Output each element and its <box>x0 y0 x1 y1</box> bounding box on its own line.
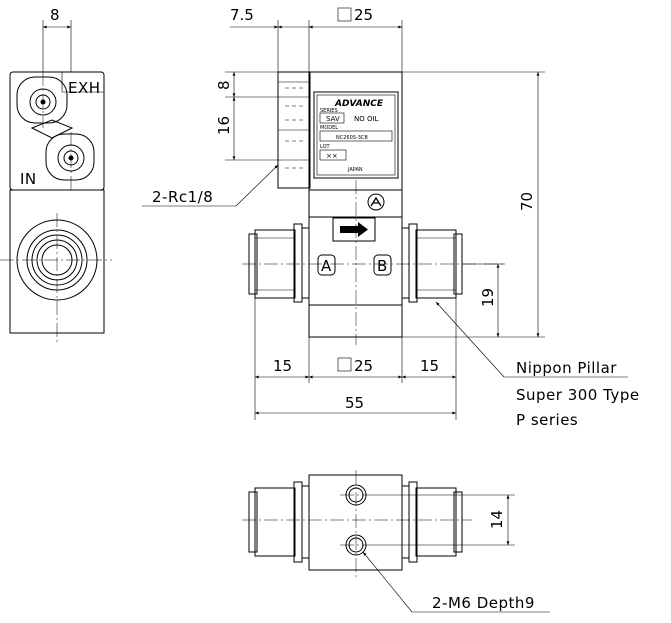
flow-direction-arrow-icon <box>332 217 376 242</box>
fitting-callout-line1: Nippon Pillar <box>516 359 617 377</box>
model-value: NC260S-3CB <box>336 135 368 141</box>
lot-value: ×× <box>326 152 338 160</box>
side-view: EXH IN 8 <box>0 6 112 344</box>
valve-body-front <box>308 71 403 338</box>
port-thread-callout: 2-Rc1/8 <box>152 188 213 206</box>
dim-width-8: 8 <box>50 6 60 24</box>
square-symbol-mid-icon <box>337 357 352 372</box>
valve-body-bottom <box>308 474 403 571</box>
bottom-view: 14 2-M6 Depth9 <box>242 470 550 613</box>
dim-right-15: 15 <box>420 357 439 375</box>
dim-height-16: 16 <box>215 116 233 135</box>
dim-height-70: 70 <box>518 192 536 211</box>
nameplate: ADVANCE SERIES SAV NO OIL MODEL NC260S-3… <box>313 91 399 179</box>
series-value: SAV <box>326 115 340 123</box>
fitting-callout-line3: P series <box>516 411 578 429</box>
dim-square-25-top: 25 <box>354 6 373 24</box>
right-fitting <box>401 223 463 303</box>
brand-text: ADVANCE <box>334 99 384 109</box>
series-caption: SERIES <box>320 108 338 114</box>
square-symbol-icon <box>337 7 352 22</box>
front-view: 7.5 25 ADVANCE SERIES SAV NO OIL MODEL <box>142 6 640 429</box>
oil-note: NO OIL <box>354 115 379 123</box>
origin-text: JAPAN <box>347 167 363 173</box>
dim-height-19: 19 <box>479 288 497 307</box>
model-caption: MODEL <box>320 125 338 131</box>
dim-offset-7-5: 7.5 <box>230 6 254 24</box>
dim-total-55: 55 <box>345 394 364 412</box>
lot-caption: LOT <box>320 144 331 150</box>
left-fitting <box>248 223 310 303</box>
brand-logo-icon <box>367 193 385 211</box>
dim-hole-pitch-14: 14 <box>488 510 506 529</box>
dim-left-15: 15 <box>273 357 292 375</box>
dim-square-25-mid: 25 <box>354 357 373 375</box>
mount-holes-callout: 2-M6 Depth9 <box>432 594 535 612</box>
dim-height-8: 8 <box>215 80 233 90</box>
fitting-callout-line2: Super 300 Type <box>516 386 640 404</box>
port-b-label: B <box>377 257 388 275</box>
port-a-label: A <box>321 257 332 275</box>
in-label: IN <box>20 170 37 188</box>
exh-label: EXH <box>68 79 101 97</box>
